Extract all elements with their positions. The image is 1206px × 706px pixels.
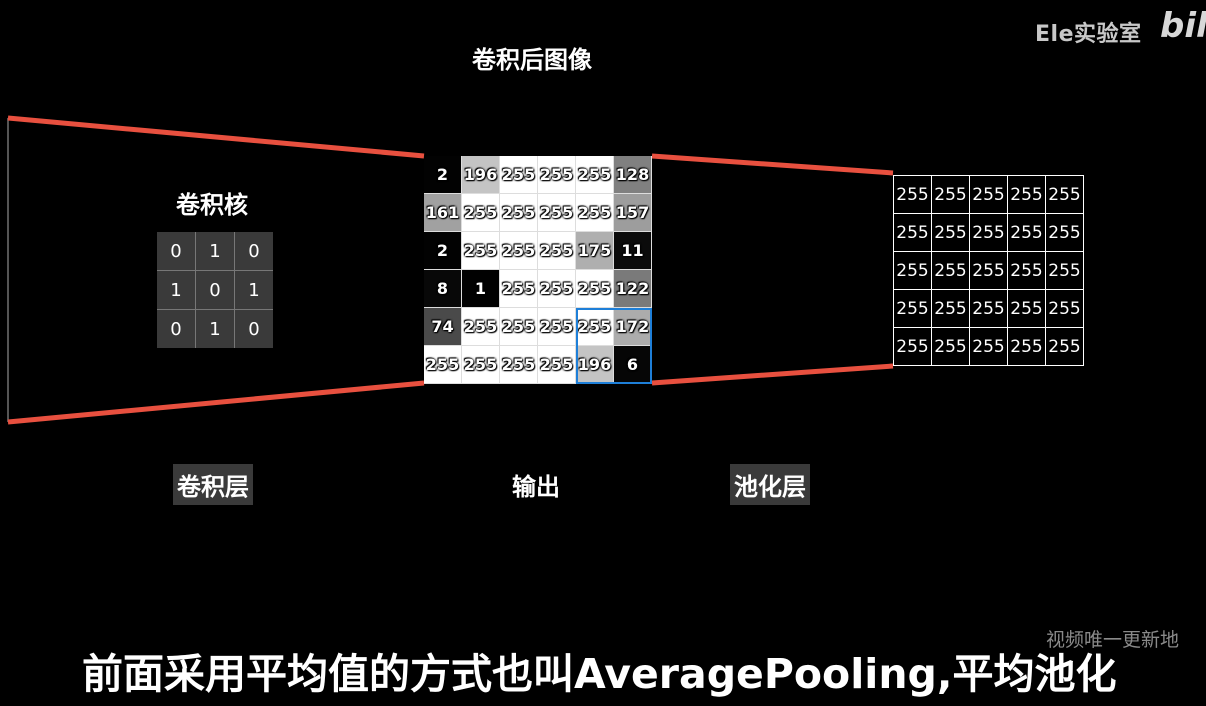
kernel-cell: 0 xyxy=(157,232,195,270)
pool-cell: 255 xyxy=(1046,290,1084,328)
output-cell: 255 xyxy=(500,308,538,346)
output-cell: 255 xyxy=(500,270,538,308)
pool-cell: 255 xyxy=(1046,252,1084,290)
output-cell: 255 xyxy=(424,346,462,384)
pool-cell: 255 xyxy=(894,214,932,252)
output-cell: 74 xyxy=(424,308,462,346)
output-cell: 255 xyxy=(538,194,576,232)
output-cell: 255 xyxy=(462,308,500,346)
pool-cell: 255 xyxy=(970,290,1008,328)
pool-cell: 255 xyxy=(894,252,932,290)
convolved-image-title: 卷积后图像 xyxy=(472,46,592,74)
output-cell: 255 xyxy=(500,346,538,384)
pool-cell: 255 xyxy=(970,252,1008,290)
watermark-text: Ele实验室 xyxy=(1035,22,1142,47)
pool-cell: 255 xyxy=(970,328,1008,366)
output-cell: 255 xyxy=(462,346,500,384)
kernel-cell: 0 xyxy=(235,232,273,270)
output-cell: 255 xyxy=(462,194,500,232)
pool-cell: 255 xyxy=(932,252,970,290)
kernel-cell: 0 xyxy=(196,271,234,309)
connector-top-left xyxy=(7,115,425,159)
output-cell: 2 xyxy=(424,156,462,194)
subtitle-caption: 前面采用平均值的方式也叫AveragePooling,平均池化 xyxy=(82,650,1117,698)
output-cell: 255 xyxy=(538,308,576,346)
kernel-cell: 1 xyxy=(235,271,273,309)
pool-cell: 255 xyxy=(1046,176,1084,214)
pool-cell: 255 xyxy=(932,290,970,328)
kernel-cell: 0 xyxy=(157,310,195,348)
pool-cell: 255 xyxy=(1008,290,1046,328)
output-cell: 255 xyxy=(500,194,538,232)
output-cell: 255 xyxy=(576,156,614,194)
pooling-window-highlight xyxy=(576,308,652,384)
output-cell: 255 xyxy=(576,308,614,346)
output-cell: 11 xyxy=(614,232,652,270)
output-cell: 255 xyxy=(462,232,500,270)
kernel-cell: 1 xyxy=(196,310,234,348)
kernel-cell: 1 xyxy=(157,271,195,309)
output-cell: 2 xyxy=(424,232,462,270)
kernel-cell: 0 xyxy=(235,310,273,348)
output-cell: 255 xyxy=(576,270,614,308)
output-cell: 196 xyxy=(576,346,614,384)
output-cell: 172 xyxy=(614,308,652,346)
pool-cell: 255 xyxy=(1046,328,1084,366)
bilibili-logo: bili xyxy=(1160,6,1206,46)
kernel-cell: 1 xyxy=(196,232,234,270)
output-cell: 161 xyxy=(424,194,462,232)
output-cell: 255 xyxy=(538,270,576,308)
pool-cell: 255 xyxy=(1008,328,1046,366)
pool-cell: 255 xyxy=(932,214,970,252)
conv-layer-label: 卷积层 xyxy=(173,464,253,505)
pool-cell: 255 xyxy=(1046,214,1084,252)
kernel-grid: 0 1 0 1 0 1 0 1 0 xyxy=(157,232,273,348)
pool-cell: 255 xyxy=(894,328,932,366)
pool-cell: 255 xyxy=(970,214,1008,252)
output-label: 输出 xyxy=(512,473,560,501)
pool-cell: 255 xyxy=(932,328,970,366)
output-cell: 255 xyxy=(538,232,576,270)
output-cell: 157 xyxy=(614,194,652,232)
output-cell: 175 xyxy=(576,232,614,270)
output-cell: 196 xyxy=(462,156,500,194)
pool-cell: 255 xyxy=(1008,252,1046,290)
side-note-text: 视频唯一更新地 xyxy=(1046,629,1180,651)
output-cell: 255 xyxy=(538,346,576,384)
output-cell: 255 xyxy=(538,156,576,194)
output-cell: 1 xyxy=(462,270,500,308)
pool-cell: 255 xyxy=(1008,176,1046,214)
pooled-matrix: 255 255 255 255 255 255 255 255 255 255 … xyxy=(893,175,1084,366)
pool-cell: 255 xyxy=(1008,214,1046,252)
output-cell: 128 xyxy=(614,156,652,194)
connector-top-right xyxy=(651,153,894,176)
pool-cell: 255 xyxy=(932,176,970,214)
output-cell: 8 xyxy=(424,270,462,308)
output-cell: 255 xyxy=(500,232,538,270)
output-cell: 255 xyxy=(576,194,614,232)
pool-layer-label: 池化层 xyxy=(730,464,810,505)
kernel-title: 卷积核 xyxy=(176,191,248,219)
pool-cell: 255 xyxy=(970,176,1008,214)
connector-bottom-right xyxy=(651,363,894,386)
output-cell: 122 xyxy=(614,270,652,308)
pool-cell: 255 xyxy=(894,176,932,214)
connector-bottom-left xyxy=(7,380,425,425)
output-cell: 255 xyxy=(500,156,538,194)
pool-cell: 255 xyxy=(894,290,932,328)
